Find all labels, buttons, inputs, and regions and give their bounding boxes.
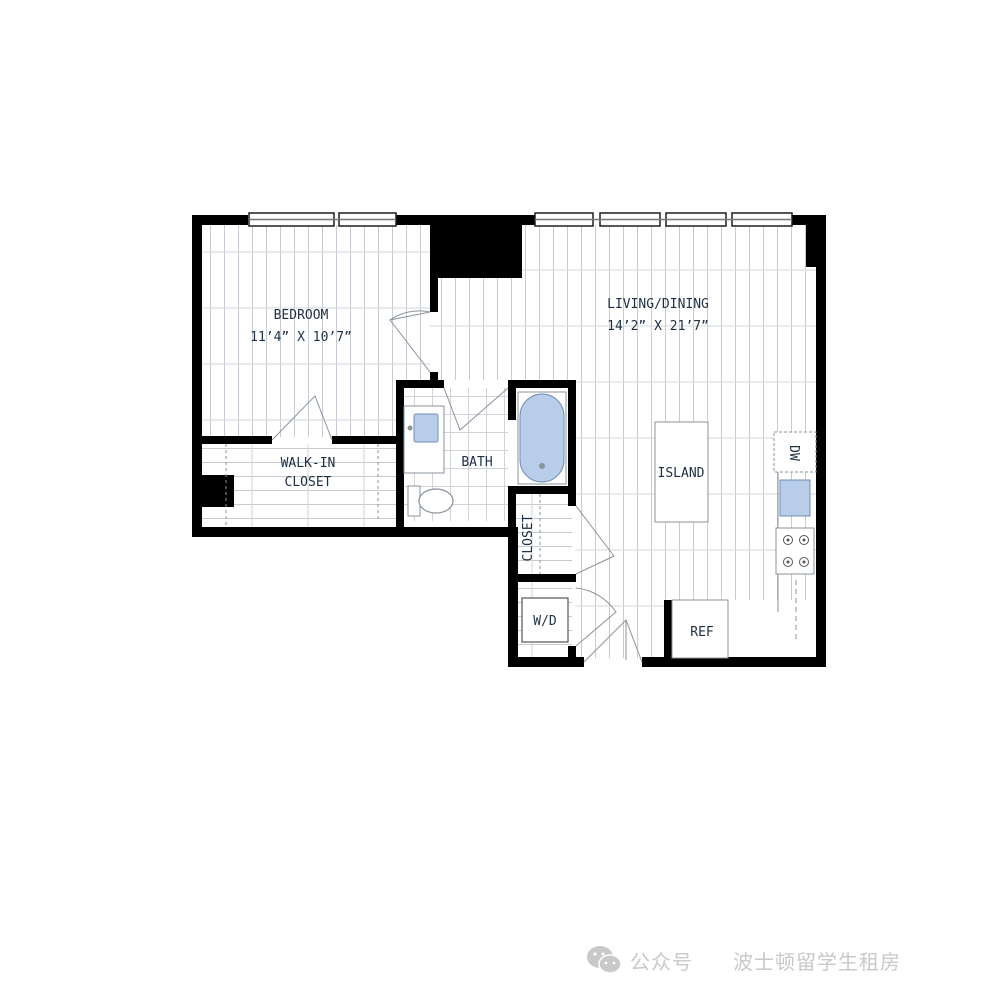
dw-label: DW: [786, 445, 801, 461]
washer-dryer: [521, 597, 569, 643]
island: [654, 421, 709, 523]
bedroom-label: BEDROOM: [274, 308, 329, 323]
watermark-text-2: 波士顿留学生租房: [733, 949, 901, 974]
cooktop: [775, 527, 815, 575]
refrigerator: [671, 599, 729, 659]
chat-bubbles-icon: [587, 946, 622, 974]
kitchen-counter-area: [728, 600, 816, 658]
living-dining-dimensions: 14’2” X 21’7”: [607, 319, 709, 334]
walk-in-closet-label: WALK-IN: [281, 456, 336, 471]
tub-basin: [519, 393, 565, 483]
room-labels: BEDROOM 11’4” X 10’7” LIVING/DINING 14’2…: [250, 297, 801, 640]
wd-label: W/D: [533, 614, 557, 629]
ref-label: REF: [690, 625, 714, 640]
walls: [192, 215, 826, 667]
walk-in-closet-label-2: CLOSET: [285, 475, 332, 490]
kitchen-sink: [779, 479, 811, 517]
living-dining-label: LIVING/DINING: [607, 297, 709, 312]
bathroom-fixtures: [403, 391, 567, 517]
bath-label: BATH: [461, 455, 492, 470]
toilet-tank: [407, 485, 421, 517]
toilet-bowl: [418, 488, 454, 514]
watermark: 公众号 波士顿留学生租房: [586, 942, 901, 978]
kitchen-fixtures: [654, 421, 817, 659]
windows: [248, 212, 793, 227]
bedroom-dimensions: 11’4” X 10’7”: [250, 330, 352, 345]
sink-basin: [413, 413, 439, 443]
island-label: ISLAND: [658, 466, 705, 481]
watermark-text-1: 公众号: [630, 949, 693, 974]
doors: [225, 310, 797, 663]
dishwasher: [773, 431, 817, 473]
closet-label: CLOSET: [521, 514, 536, 561]
